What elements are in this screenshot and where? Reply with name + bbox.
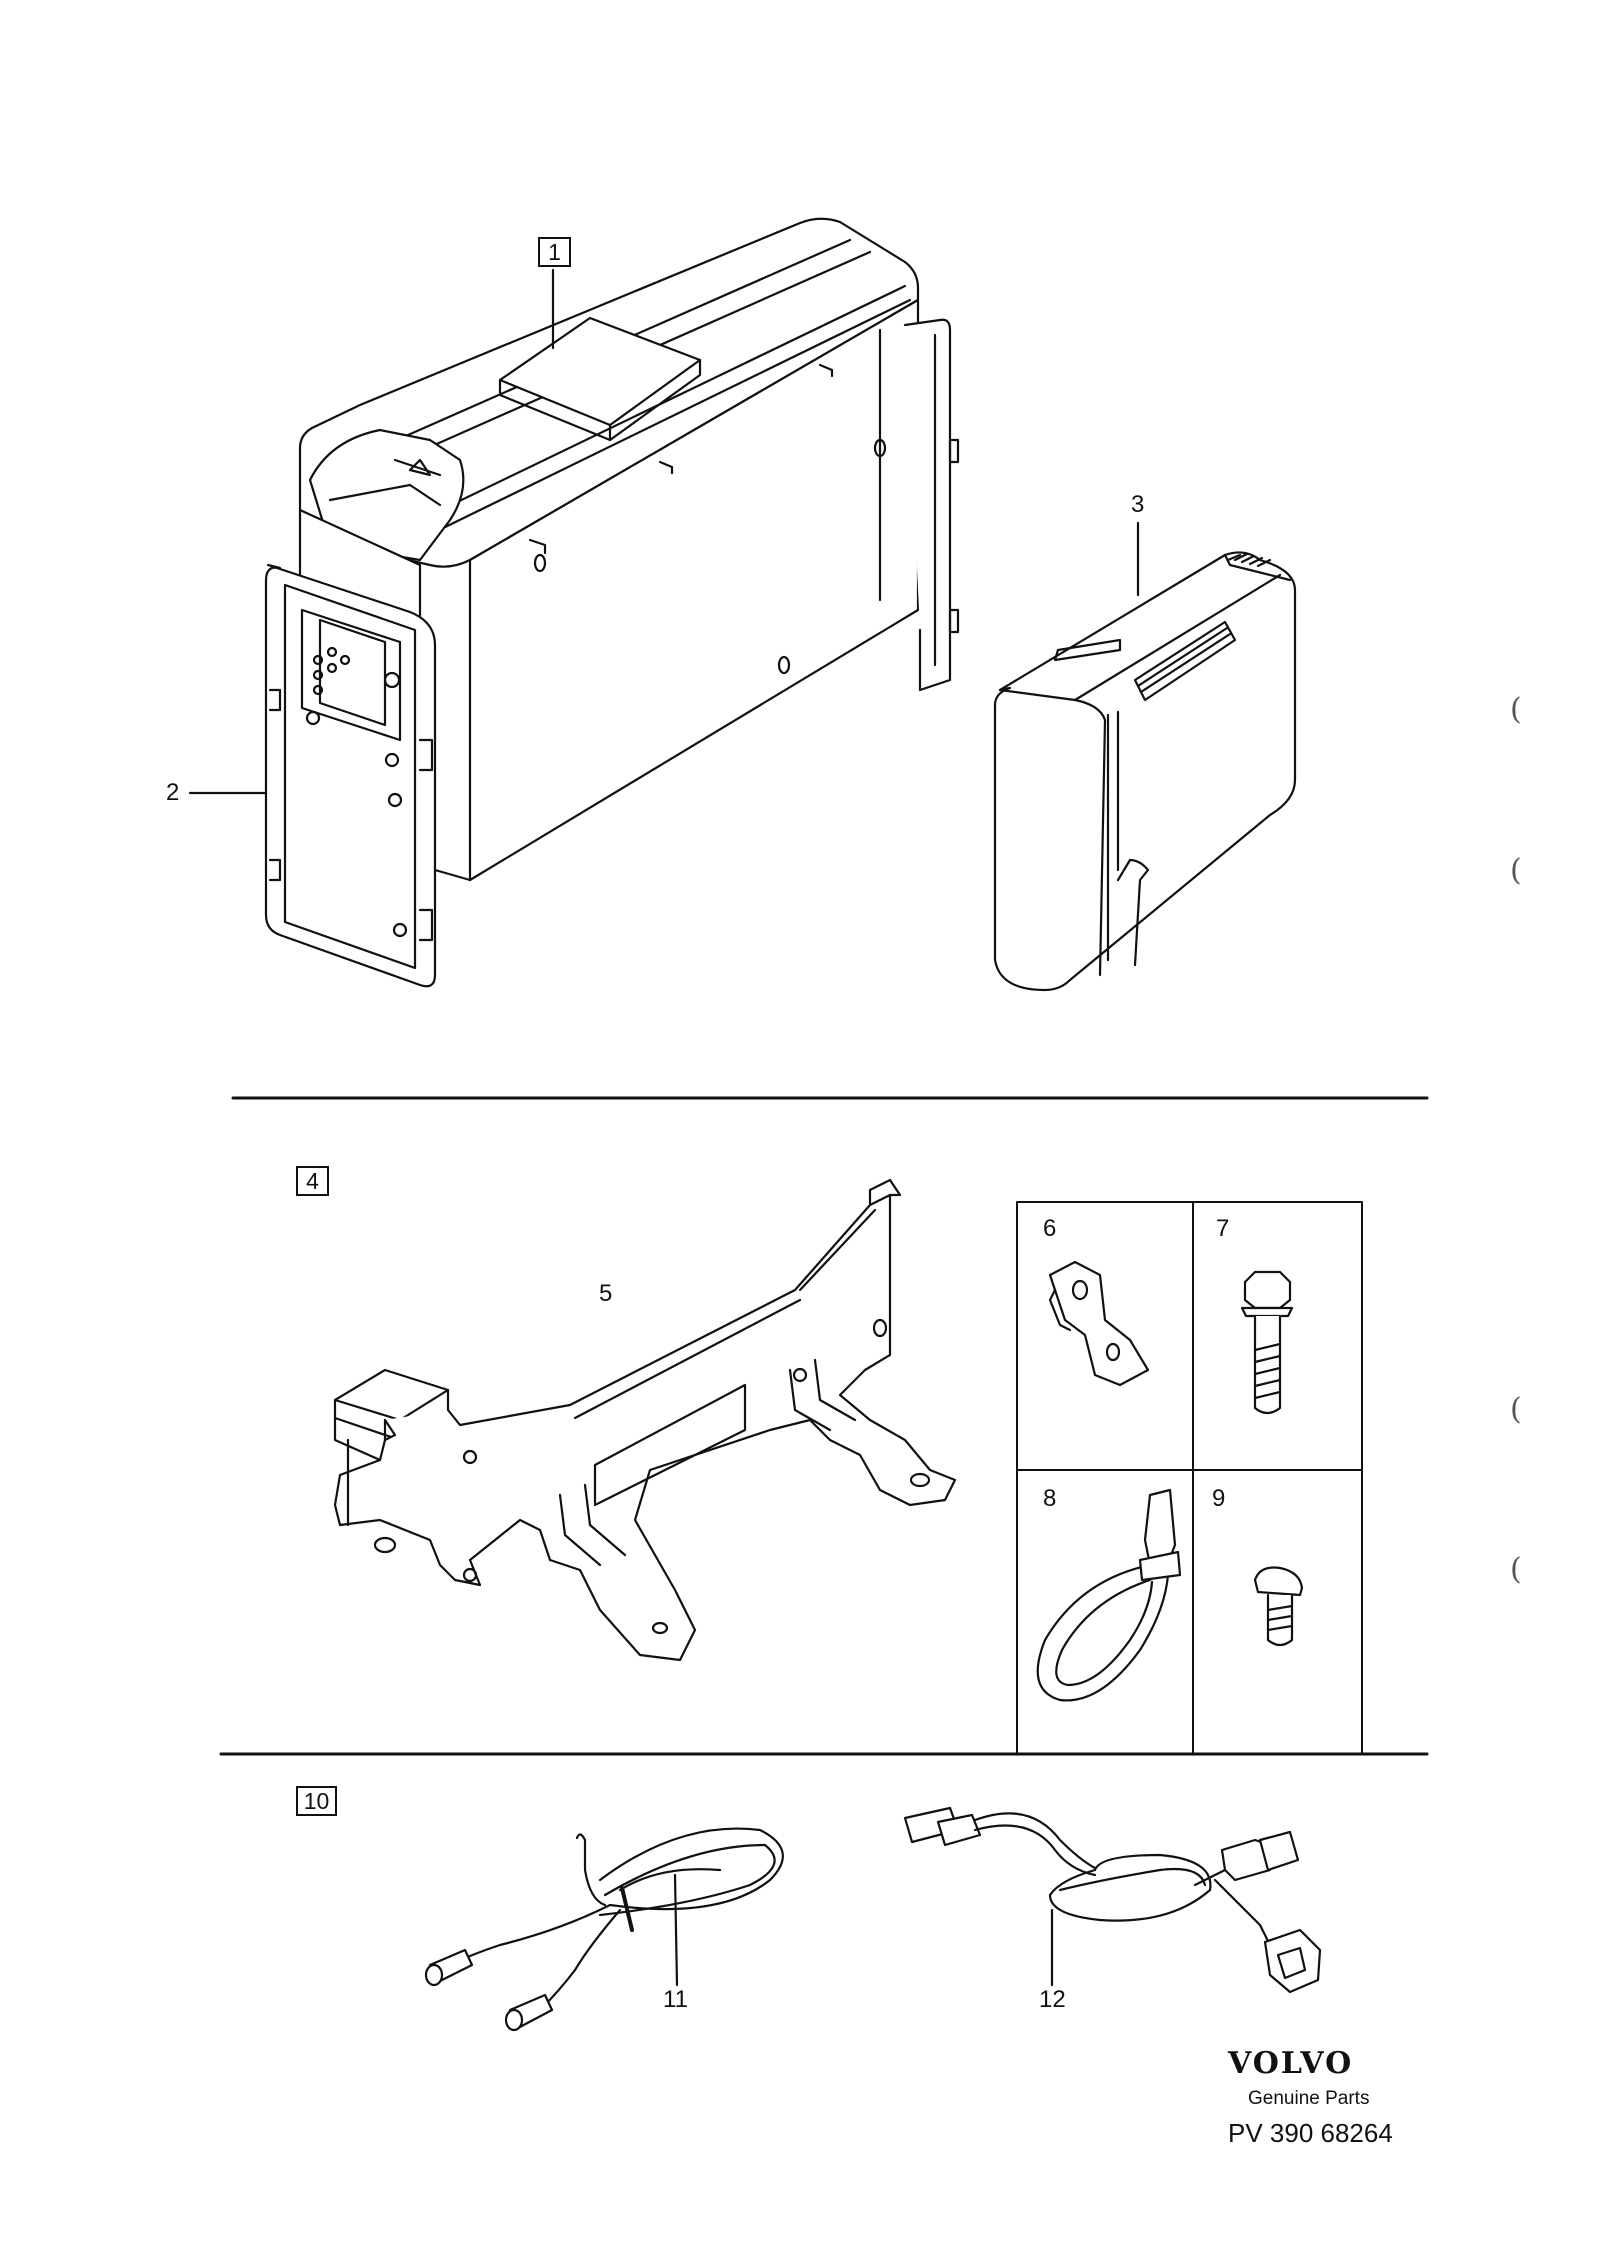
callout-label-7: 7 (1216, 1215, 1230, 1242)
margin-mark: ( (1510, 853, 1522, 888)
volvo-logo: VOLVO (1228, 2046, 1354, 2081)
clip-drawing (1048, 1260, 1150, 1387)
screw-drawing (1253, 1566, 1304, 1647)
bolt-drawing (1240, 1270, 1294, 1415)
callout-label-12: 12 (1039, 1986, 1066, 2013)
callout-label-6: 6 (1043, 1215, 1057, 1242)
callout-label-5: 5 (599, 1280, 613, 1307)
antenna-cable-drawing (424, 1827, 784, 2032)
margin-mark: ( (1510, 692, 1522, 727)
wiring-harness-drawing (903, 1806, 1322, 1994)
callout-label-11: 11 (663, 1986, 688, 2013)
callout-label-2: 2 (166, 779, 180, 806)
cable-tie-drawing (1036, 1488, 1182, 1702)
margin-mark: ( (1510, 1552, 1522, 1587)
control-module-drawing (993, 551, 1297, 992)
genuine-parts-text: Genuine Parts (1248, 2088, 1370, 2109)
main-unit-drawing (264, 217, 960, 988)
bracket-drawing (333, 1178, 957, 1662)
callout-label-9: 9 (1212, 1485, 1226, 1512)
callout-label-3: 3 (1131, 491, 1145, 518)
part-code: PV 390 68264 (1228, 2118, 1393, 2148)
margin-mark: ( (1510, 1392, 1522, 1427)
callout-box-4: 4 (296, 1166, 329, 1196)
leader-lines-top (188, 268, 1140, 795)
callout-box-10: 10 (296, 1786, 337, 1816)
callout-label-8: 8 (1043, 1485, 1057, 1512)
small-parts-grid (1016, 1201, 1363, 1755)
callout-box-1: 1 (538, 237, 571, 267)
